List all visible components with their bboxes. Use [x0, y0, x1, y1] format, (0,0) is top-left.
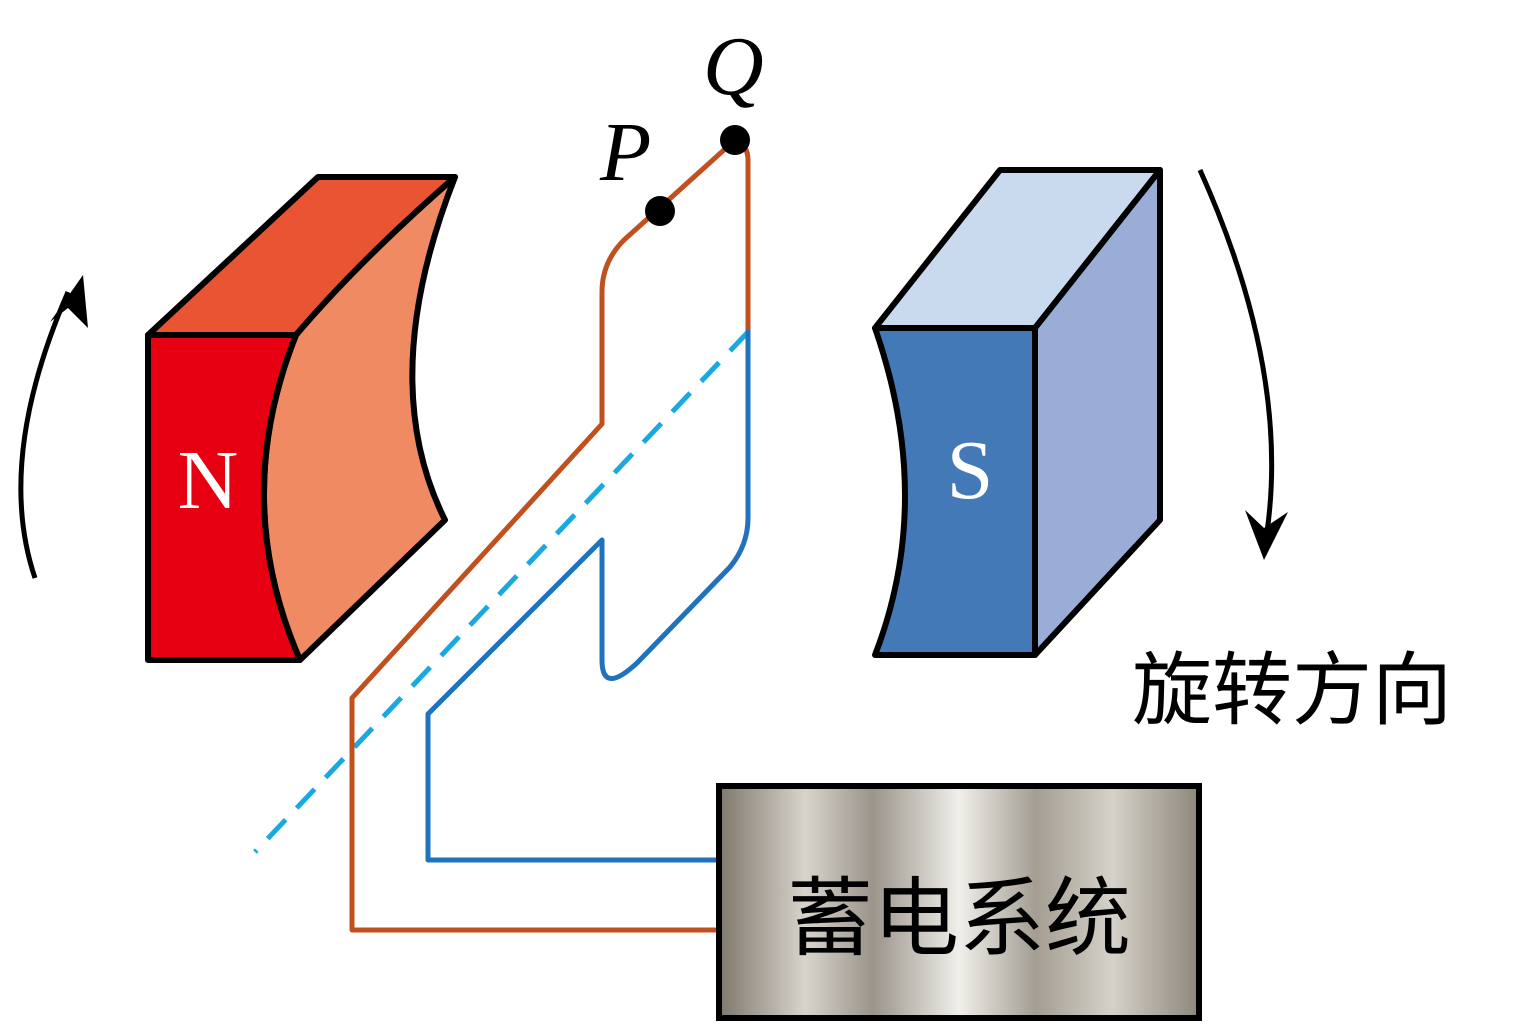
north-magnet-front-face — [145, 332, 303, 663]
point-p-label: P — [599, 106, 651, 199]
right-rotation-arrow — [1197, 168, 1288, 560]
arrow-head-down-icon — [1245, 510, 1288, 560]
point-q-label: Q — [703, 20, 764, 113]
storage-system-label: 蓄电系统 — [787, 869, 1131, 969]
coil-wire-blue — [425, 330, 751, 863]
south-pole-label: S — [947, 424, 994, 517]
point-q-dot — [720, 125, 750, 155]
south-magnet-pole-face — [872, 325, 1038, 658]
storage-system-box: 蓄电系统 — [716, 783, 1202, 1021]
left-rotation-arrow — [18, 275, 88, 579]
rotation-direction-label: 旋转方向 — [1132, 644, 1452, 737]
north-pole-label: N — [178, 434, 239, 527]
north-magnet: N — [145, 174, 458, 663]
rotation-axis — [253, 330, 750, 854]
arrow-head-up-icon — [50, 275, 88, 328]
south-magnet: S — [872, 167, 1163, 658]
point-p-dot — [645, 196, 675, 226]
coil-wire-orange — [349, 137, 751, 933]
